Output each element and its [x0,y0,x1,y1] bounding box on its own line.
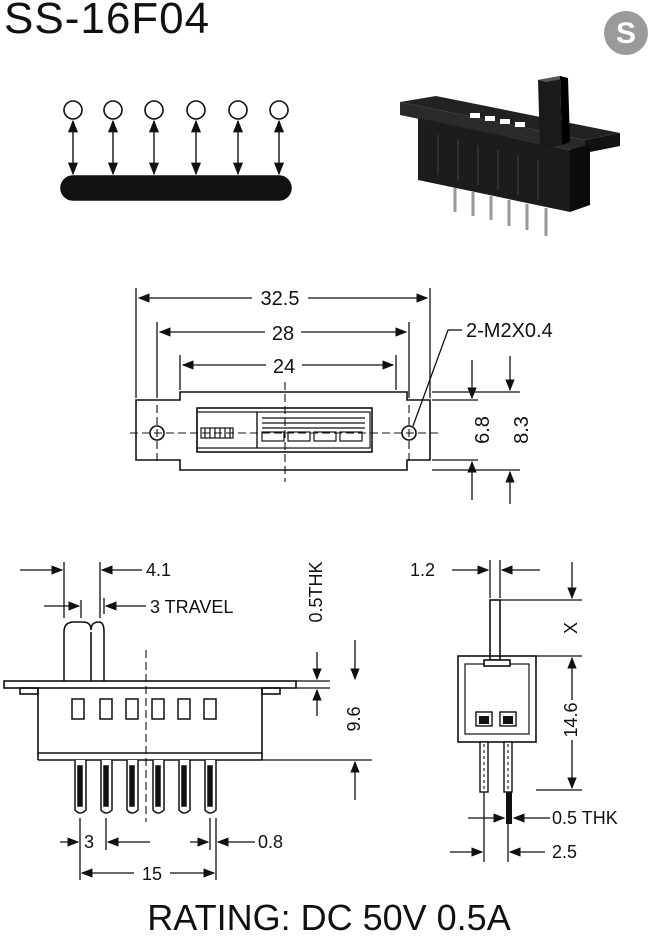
dim-label-flange-width: 8.3 [511,416,533,444]
end-body [457,655,537,743]
end-pins [479,741,513,793]
contact-terminals [63,100,289,120]
dim-label-hole-pitch: 28 [272,323,294,345]
end-view: 1.2 X 14.6 0.5 THK 2.5 [410,560,618,862]
contact-arrows [67,119,285,176]
dim-label-overall-length: 32.5 [261,288,300,310]
dim-label-travel: 3 TRAVEL [150,597,233,617]
brand-logo: S [604,11,648,55]
mounting-flange [135,391,431,471]
dim-label-pin-pitch: 3 [84,832,94,852]
top-view: 32.5 28 24 2-M2X0.4 6.8 8.3 [130,286,553,504]
dim-label-flange-thickness: 0.5THK [306,561,326,622]
side-contact-windows [71,698,217,720]
side-actuator [63,621,105,681]
dim-label-actuator-width: 4.1 [146,560,171,580]
dim-label-mount-screw: 2-M2X0.4 [466,320,553,342]
dim-label-pin-width: 0.8 [258,832,283,852]
dim-label-row-pitch: 2.5 [552,842,577,862]
end-actuator [489,599,501,661]
page-title: SS-16F04 [4,0,211,43]
contact-schematic [60,100,292,201]
dim-label-pin-thickness: 0.5 THK [552,808,618,828]
side-pins [74,760,217,814]
slider-contact-bar [60,175,292,201]
svg-text:S: S [616,17,636,50]
dim-label-body-length: 24 [273,356,295,378]
side-view: 4.1 3 TRAVEL 0.5THK 9.6 3 0.8 15 [3,560,372,884]
dim-label-body-width: 6.8 [472,416,494,444]
rating-text: RATING: DC 50V 0.5A [147,897,511,938]
dim-label-body-height: 9.6 [344,706,364,731]
side-flange [3,680,297,689]
side-body [37,688,263,754]
dim-label-pin-span: 15 [142,864,162,884]
dim-label-end-height: 14.6 [561,702,581,737]
dim-label-actuator-height: X [561,622,581,634]
contact-window [261,417,365,442]
switch-3d-view [400,76,620,236]
dim-label-actuator-thickness: 1.2 [410,560,435,580]
